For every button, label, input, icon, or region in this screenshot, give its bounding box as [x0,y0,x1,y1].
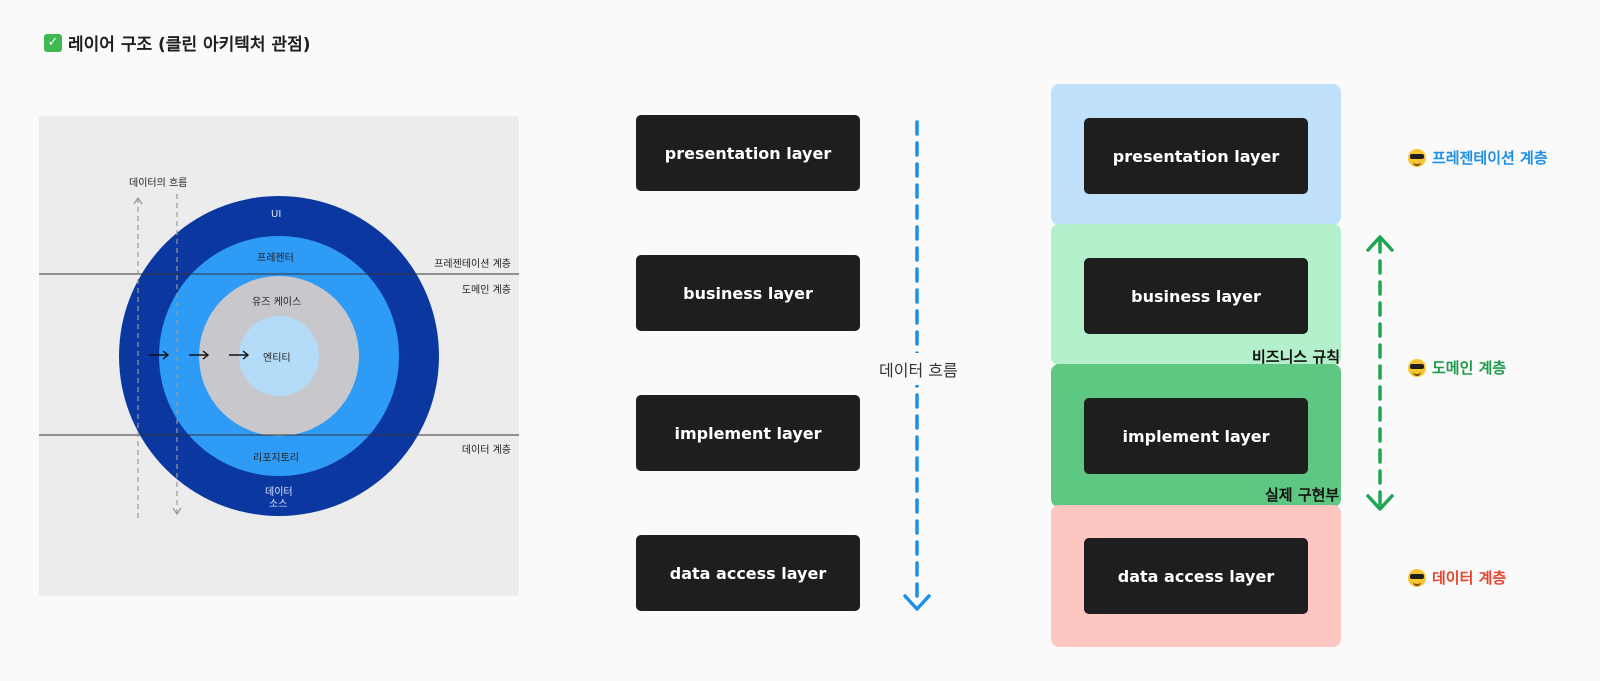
clean-architecture-circle-panel: 데이터의 흐름 UI 프레젠터 유즈 케이스 엔티티 리포지토리 데이터 소스 … [39,116,519,596]
layer-label-data: 데이터 계층 [461,445,511,456]
clean-architecture-circle-diagram [39,194,519,518]
page-title: ✓ 레이어 구조 (클린 아키텍처 관점) [44,30,311,55]
ring-label-repository: 리포지토리 [253,453,299,464]
tag-data-layer: 데이터 계층 [1408,567,1506,588]
ring-label-entity: 엔티티 [263,353,291,364]
sunglasses-emoji-icon [1408,148,1426,167]
flow-arrowhead-up [133,196,143,205]
data-flow-text: 데이터 흐름 [877,353,960,385]
tag-text: 데이터 계층 [1432,569,1507,587]
sunglasses-emoji-icon [1408,568,1426,587]
right-block-presentation: presentation layer [1084,118,1308,194]
ring-label-presenter: 프레젠터 [257,253,294,264]
domain-double-arrow [1366,235,1394,511]
middle-block-presentation: presentation layer [636,115,860,191]
implementation-label: 실제 구현부 [1265,486,1340,504]
tag-presentation-layer: 프레젠테이션 계층 [1408,147,1548,168]
ring-label-datasource-1: 데이터 [265,487,293,498]
check-box-icon: ✓ [44,33,62,52]
right-block-business: business layer [1084,258,1308,334]
middle-block-data-access: data access layer [636,535,860,611]
middle-block-label: presentation layer [664,143,832,163]
right-block-data-access: data access layer [1084,538,1308,614]
tag-text: 프레젠테이션 계층 [1432,149,1548,167]
inward-arrows [149,350,250,360]
ring-label-usecase: 유즈 케이스 [252,297,302,308]
layer-label-domain: 도메인 계층 [461,285,511,296]
middle-block-label: business layer [683,283,813,303]
data-flow-label: 데이터의 흐름 [129,178,188,189]
middle-block-implement: implement layer [636,395,860,471]
layer-label-presentation: 프레젠테이션 계층 [434,259,511,270]
ring-label-datasource-2: 소스 [269,499,288,510]
middle-block-business: business layer [636,255,860,331]
ring-label-ui: UI [271,209,282,220]
middle-block-label: data access layer [669,563,827,583]
sunglasses-emoji-icon [1408,358,1426,377]
flow-arrowhead-down [172,507,182,516]
right-block-label: implement layer [1122,426,1270,446]
ring-entity [239,316,319,396]
page-title-text: 레이어 구조 (클린 아키텍처 관점) [68,35,311,55]
right-block-label: business layer [1131,286,1261,306]
tag-domain-layer: 도메인 계층 [1408,357,1506,378]
middle-block-label: implement layer [674,423,822,443]
right-block-implement: implement layer [1084,398,1308,474]
business-rule-label: 비즈니스 규칙 [1252,348,1341,366]
right-block-label: data access layer [1117,566,1275,586]
tag-text: 도메인 계층 [1432,359,1507,377]
right-block-label: presentation layer [1112,146,1280,166]
